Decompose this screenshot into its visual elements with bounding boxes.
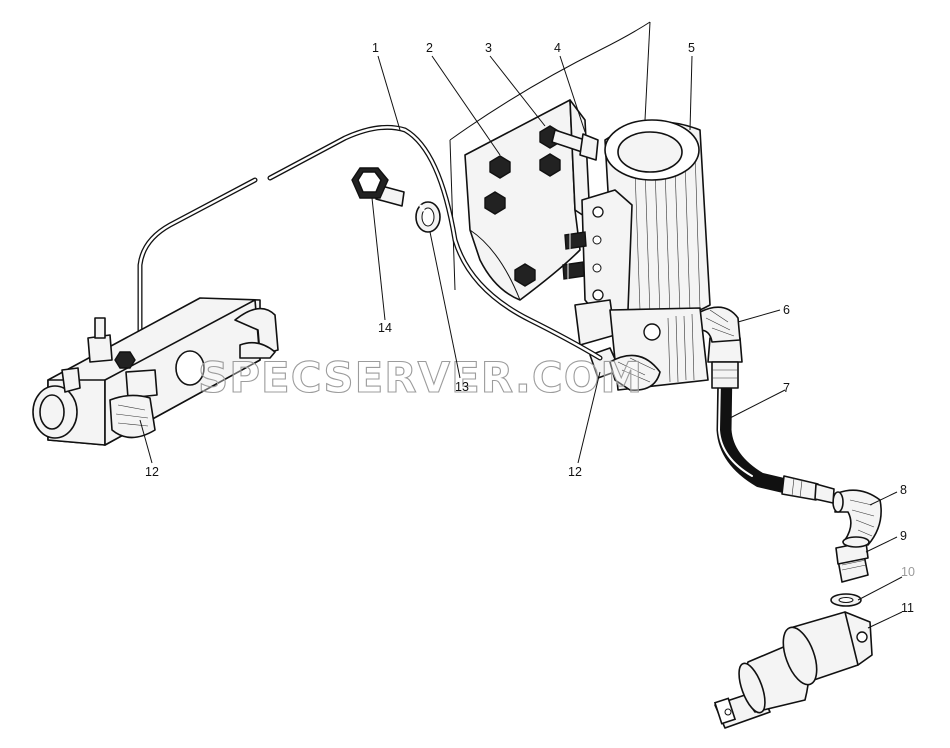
callout-7: 7 (783, 381, 790, 395)
part-8-elbow (832, 489, 882, 548)
callout-3: 3 (485, 41, 492, 55)
part-10-washer (830, 593, 862, 607)
callout-labels: 1 2 3 4 5 6 7 8 9 10 11 12 12 13 14 (145, 41, 915, 615)
callout-14: 14 (378, 321, 392, 335)
watermark-text: SPECSERVER.COM (198, 353, 643, 402)
part-14-bolt (351, 167, 405, 207)
callout-13: 13 (455, 380, 469, 394)
part-valve-block-left (32, 297, 279, 446)
callout-9: 9 (900, 529, 907, 543)
callout-8: 8 (900, 483, 907, 497)
callout-2: 2 (426, 41, 433, 55)
part-11-cylinder (713, 611, 873, 729)
callout-10: 10 (901, 565, 915, 579)
part-1-pipe (137, 124, 603, 375)
part-7-hose (707, 337, 835, 504)
callout-6: 6 (783, 303, 790, 317)
part-5-reservoir (562, 119, 711, 391)
callout-4: 4 (554, 41, 561, 55)
part-2-bracket (464, 99, 591, 301)
part-6-elbow (699, 306, 741, 343)
leader-lines (139, 55, 903, 629)
callout-1: 1 (372, 41, 379, 55)
callout-11: 11 (901, 601, 914, 615)
callout-5: 5 (688, 41, 695, 55)
callout-12-right: 12 (568, 465, 582, 479)
part-13-washer (415, 201, 441, 233)
part-9-fitting (835, 541, 869, 583)
part-4-bolt (551, 129, 599, 161)
callout-12-left: 12 (145, 465, 159, 479)
part-12-elbow-left (109, 369, 158, 439)
